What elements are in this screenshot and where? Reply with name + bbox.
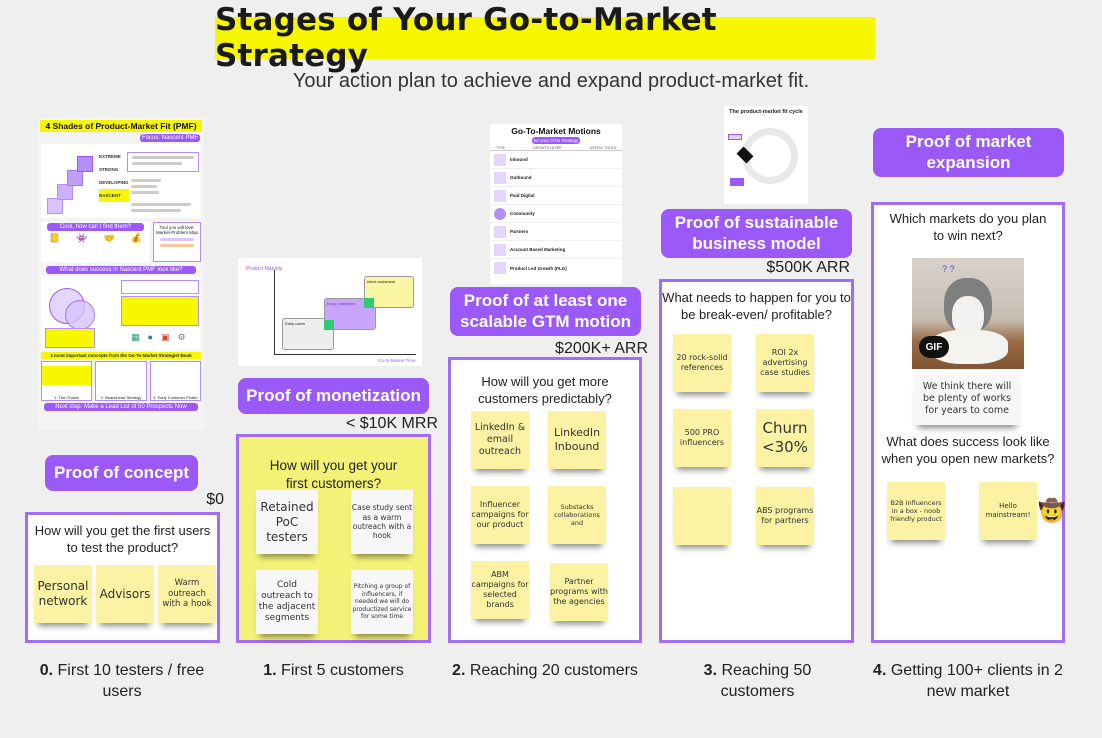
gtm-motions-rows: Inbound Outbound Paid Digital Community … — [490, 151, 622, 277]
sticky-note[interactable]: Advisors — [96, 565, 154, 623]
sticky-note[interactable]: 20 rock-solid references — [673, 334, 731, 392]
stage-4-board: Which markets do you plan to win next? ?… — [871, 202, 1065, 643]
stage-0-pill: Proof of concept — [45, 455, 198, 491]
sticky-note[interactable]: 500 PRO influencers — [673, 409, 731, 467]
sticky-note[interactable]: Churn <30% — [756, 409, 814, 467]
find-them-label: Cool, how can I find them? — [47, 223, 144, 231]
stage-3-board: What needs to happen for you to be break… — [659, 279, 854, 643]
concept-chasm: 1. The Chasm — [41, 361, 93, 401]
focus-badge: Focus: Nascent PMF — [139, 134, 200, 142]
success-label: What does success in Nascent PMF look li… — [46, 266, 196, 274]
money-bag-icon: 💰 — [130, 233, 142, 243]
pmf-shades-infographic: 4 Shades of Product-Market Fit (PMF) Foc… — [38, 118, 204, 430]
level-nascent: NASCENT — [99, 189, 129, 202]
concept-beachhead: 2. Beachhead Strategy — [95, 361, 147, 401]
tool-box: Tool you will love: Market-Problem Map — [153, 222, 201, 262]
sticky-note[interactable]: Influencer campaigns for our product — [471, 486, 529, 544]
sticky-note[interactable]: Retained PoC testers — [256, 490, 318, 554]
stage-4-question: Which markets do you plan to win next? — [889, 211, 1047, 243]
title-banner: Stages of Your Go-to-Market Strategy — [215, 2, 875, 74]
stage-1-metric: < $10K MRR — [345, 415, 438, 432]
channel-icons: 📒 👾 🤝 💰 — [41, 233, 150, 244]
maturity-chart-thumbnail: Product Maturity Early users Early custo… — [238, 258, 422, 366]
stage-4-pill: Proof of market expansion — [873, 128, 1064, 177]
sticky-note[interactable]: LinkedIn Inbound — [548, 411, 606, 469]
service-icon: ⚙ — [177, 332, 186, 342]
gif-badge: GIF — [919, 336, 949, 358]
level-strong: STRONG — [99, 167, 119, 172]
stage-2-metric: $200K+ ARR — [555, 340, 648, 357]
stage-1-pill: Proof of monetization — [238, 378, 429, 414]
stage-3-question: What needs to happen for you to be break… — [662, 290, 851, 322]
presentation-icon: ▣ — [160, 332, 170, 342]
success-panel: ▦ ● ▣ ⚙ — [41, 276, 201, 350]
stage-3-metric: $500K ARR — [766, 259, 850, 276]
stage-1-label: 1. First 5 customers — [263, 662, 404, 679]
sticky-note[interactable]: ROI 2x advertising case studies — [756, 334, 814, 392]
stage-0-board: How will you get the first users to test… — [25, 512, 220, 643]
stage-2-label: 2. Reaching 20 customers — [452, 662, 638, 679]
sticky-note[interactable]: ABS programs for partners — [756, 487, 814, 545]
sticky-note[interactable]: ABM campaigns for selected brands — [471, 561, 529, 619]
sticky-note[interactable]: Cold outreach to the adjacent segments — [256, 570, 318, 634]
phonebook-icon: 📒 — [49, 233, 61, 243]
chart-x-label: Go-to-Market Time — [378, 358, 416, 363]
stage-0-label: 0. First 10 testers / free users — [39, 662, 205, 700]
cowboy-emoji-icon: 🤠 — [1038, 498, 1066, 523]
pmf-levels-panel: EXTREME STRONG DEVELOPING NASCENT — [41, 144, 201, 218]
next-step-label: Next step: Make a Lead List of 50 Prospe… — [44, 403, 198, 411]
sticky-note[interactable]: B2B Influencers in a box - noob friendly… — [887, 482, 945, 540]
concepts-label: 3 most important concepts from the Go-To… — [41, 352, 201, 359]
infographic-title: 4 Shades of Product-Market Fit (PMF) — [45, 121, 197, 131]
sticky-note[interactable]: Case study sent as a warm outreach with … — [351, 490, 413, 554]
sticky-note[interactable]: LinkedIn & email outreach — [471, 411, 529, 469]
prototype-icon: ● — [147, 332, 153, 342]
stage-0-metric: $0 — [206, 491, 224, 508]
level-developing: DEVELOPING — [99, 180, 129, 185]
sticky-note[interactable] — [673, 487, 731, 545]
stage-1-question: How will you get your first customers? — [269, 458, 398, 491]
sticky-note[interactable]: Personal network — [34, 565, 92, 623]
level-extreme: EXTREME — [99, 154, 121, 159]
note-sticky[interactable]: We think there will be plenty of works f… — [914, 373, 1020, 425]
stage-2-pill: Proof of at least one scalable GTM motio… — [450, 287, 641, 336]
stage-1-board: How will you get your first customers? R… — [236, 434, 431, 643]
concept-customer-profile: 3. Early Customer Profile — [149, 361, 201, 401]
gtm-motions-infographic: Go-To-Market Motions for your GTM Strate… — [490, 124, 622, 284]
handshake-icon: 🤝 — [103, 233, 115, 243]
stage-2-question: How will you get more customers predicta… — [478, 374, 612, 406]
stage-2-board: How will you get more customers predicta… — [448, 357, 642, 643]
page-subtitle: Your action plan to achieve and expand p… — [292, 70, 810, 92]
gtm-motions-subtitle: for your GTM Strategy — [531, 137, 581, 144]
sticky-note[interactable]: Warm outreach with a hook — [158, 565, 216, 623]
sticky-note[interactable]: Pitching a group of influencers, if need… — [351, 570, 413, 634]
pmf-cycle-thumbnail: The product-market fit cycle — [724, 106, 808, 204]
chart-y-label: Product Maturity — [246, 266, 283, 272]
sticky-note[interactable]: Hello mainstream! — [979, 482, 1037, 540]
page-title: Stages of Your Go-to-Market Strategy — [215, 2, 717, 74]
dog-gif-image[interactable]: ? ? GIF — [912, 258, 1024, 369]
gtm-motions-title: Go-To-Market Motions — [511, 126, 601, 136]
cube-stairs-graphic — [47, 148, 97, 214]
sticky-note[interactable]: Partner programs with the agencies — [550, 563, 608, 621]
stage-4-label: 4. Getting 100+ clients in 2 new market — [873, 662, 1063, 700]
stage-3-pill: Proof of sustainable business model — [661, 209, 852, 258]
sheet-icon: ▦ — [131, 332, 140, 342]
stage-0-question: How will you get the first users to test… — [34, 523, 211, 555]
sticky-note[interactable]: Substacks collaborations and — [548, 486, 606, 544]
social-media-icon: 👾 — [76, 233, 88, 243]
pmf-cycle-title: The product-market fit cycle — [729, 109, 803, 115]
stage-4-question-2: What does success look like when you ope… — [881, 434, 1055, 466]
stage-3-label: 3. Reaching 50 customers — [703, 662, 812, 700]
